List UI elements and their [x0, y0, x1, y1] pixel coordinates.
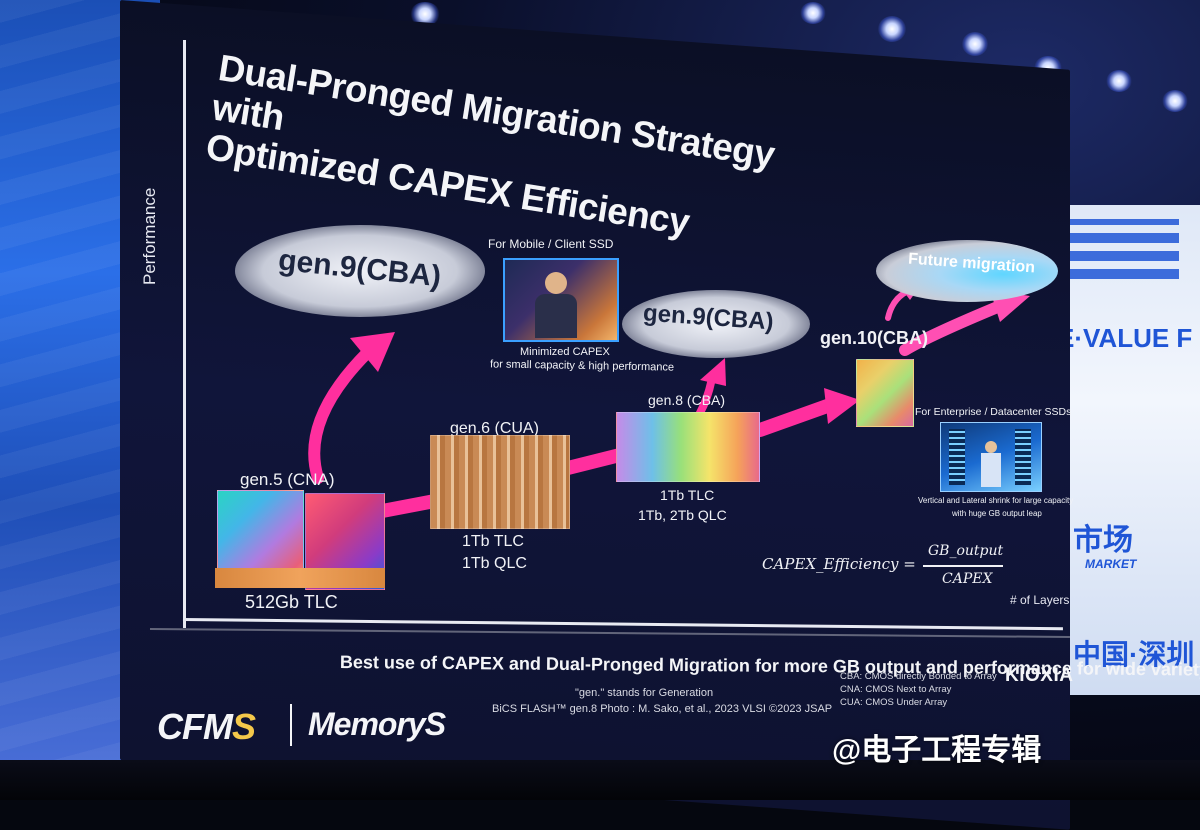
legend-cua: CUA: CMOS Under Array — [840, 697, 948, 708]
gen5-die-periphery — [215, 568, 385, 588]
person-body-shape — [981, 453, 1001, 487]
logo-divider — [290, 704, 292, 746]
stage-light — [878, 16, 906, 42]
gen6-label: gen.6 (CUA) — [450, 420, 539, 437]
formula-denominator: CAPEX — [942, 571, 993, 587]
x-axis-label: # of Layers — [1010, 593, 1070, 607]
cfms-logo: CFMS — [157, 706, 256, 748]
gen5-to-gen9-arrowhead — [350, 332, 395, 372]
cfms-logo-accent: S — [231, 706, 256, 747]
gen6-capacity-line1: 1Tb TLC — [462, 533, 524, 550]
mobile-user-photo — [503, 258, 619, 342]
server-rack-shape — [949, 429, 965, 485]
gen5-capacity: 512Gb TLC — [245, 592, 338, 612]
right-led-panel: E·VALUE F 市场 MARKET 中国·深圳 — [1055, 205, 1200, 695]
gen10-label: gen.10(CBA) — [820, 328, 929, 348]
right-panel-text-value: E·VALUE F — [1057, 323, 1193, 353]
memorys-logo: MemoryS — [308, 706, 446, 742]
mobile-caption: For Mobile / Client SSD — [488, 237, 614, 251]
enterprise-note-line1: Vertical and Lateral shrink for large ca… — [918, 496, 1074, 505]
kioxia-logo: KIOXIA — [1005, 665, 1074, 686]
gen5-label: gen.5 (CNA) — [240, 470, 335, 489]
main-migration-arrowhead — [824, 388, 860, 424]
formula-lhs: CAPEX_Efficiency = — [762, 555, 916, 573]
future-migration-ellipse — [876, 240, 1058, 302]
gen5-to-gen9-arrow — [308, 346, 374, 484]
gen8-die-photo — [616, 412, 760, 482]
gen8-capacity-line1: 1Tb TLC — [660, 487, 715, 503]
person-body-shape — [535, 294, 577, 338]
stage-floor — [0, 760, 1200, 800]
gen10-upward-arrow — [885, 289, 909, 321]
gen6-capacity-line2: 1Tb QLC — [462, 555, 527, 572]
person-head-shape — [545, 272, 567, 294]
right-panel-text-market-cn: 市场 — [1073, 524, 1133, 557]
y-axis — [183, 40, 186, 628]
right-panel-graphic — [1059, 219, 1179, 279]
formula-fraction-bar — [923, 565, 1003, 567]
right-panel-text-market: MARKET — [1085, 557, 1137, 571]
stage-light — [800, 2, 826, 24]
footnote-generation: "gen." stands for Generation — [575, 687, 714, 699]
gen6-die-photo — [430, 435, 570, 529]
stage-light — [1106, 70, 1132, 92]
datacenter-photo — [940, 422, 1042, 492]
gen9-left-ellipse — [235, 225, 485, 317]
cfms-logo-text: CFM — [157, 706, 233, 747]
stage-light — [962, 32, 988, 56]
gen8-label: gen.8 (CBA) — [648, 392, 726, 408]
gen9-right-ellipse — [622, 290, 810, 358]
gen8-to-gen9-arrowhead — [700, 358, 726, 386]
footnote-photo-credit: BiCS FLASH™ gen.8 Photo : M. Sako, et al… — [492, 703, 833, 715]
stage-light — [1162, 90, 1188, 112]
mobile-note-line1: Minimized CAPEX — [520, 346, 610, 358]
right-panel-text-city: 中国·深圳 — [1073, 639, 1195, 670]
server-rack-shape — [1015, 429, 1031, 485]
gen8-capacity-line2: 1Tb, 2Tb QLC — [638, 507, 727, 523]
gen10-die-photo — [856, 359, 914, 427]
enterprise-caption: For Enterprise / Datacenter SSDs — [915, 406, 1072, 418]
person-head-shape — [985, 441, 997, 453]
legend-cba: CBA: CMOS directly Bonded to Array — [840, 671, 997, 682]
formula-numerator: GB_output — [928, 543, 1004, 559]
watermark: @电子工程专辑 — [832, 734, 1042, 767]
gen10-to-future-arrow — [899, 300, 1006, 356]
enterprise-note-line2: with huge GB output leap — [952, 509, 1042, 518]
legend-cna: CNA: CMOS Next to Array — [840, 684, 952, 695]
